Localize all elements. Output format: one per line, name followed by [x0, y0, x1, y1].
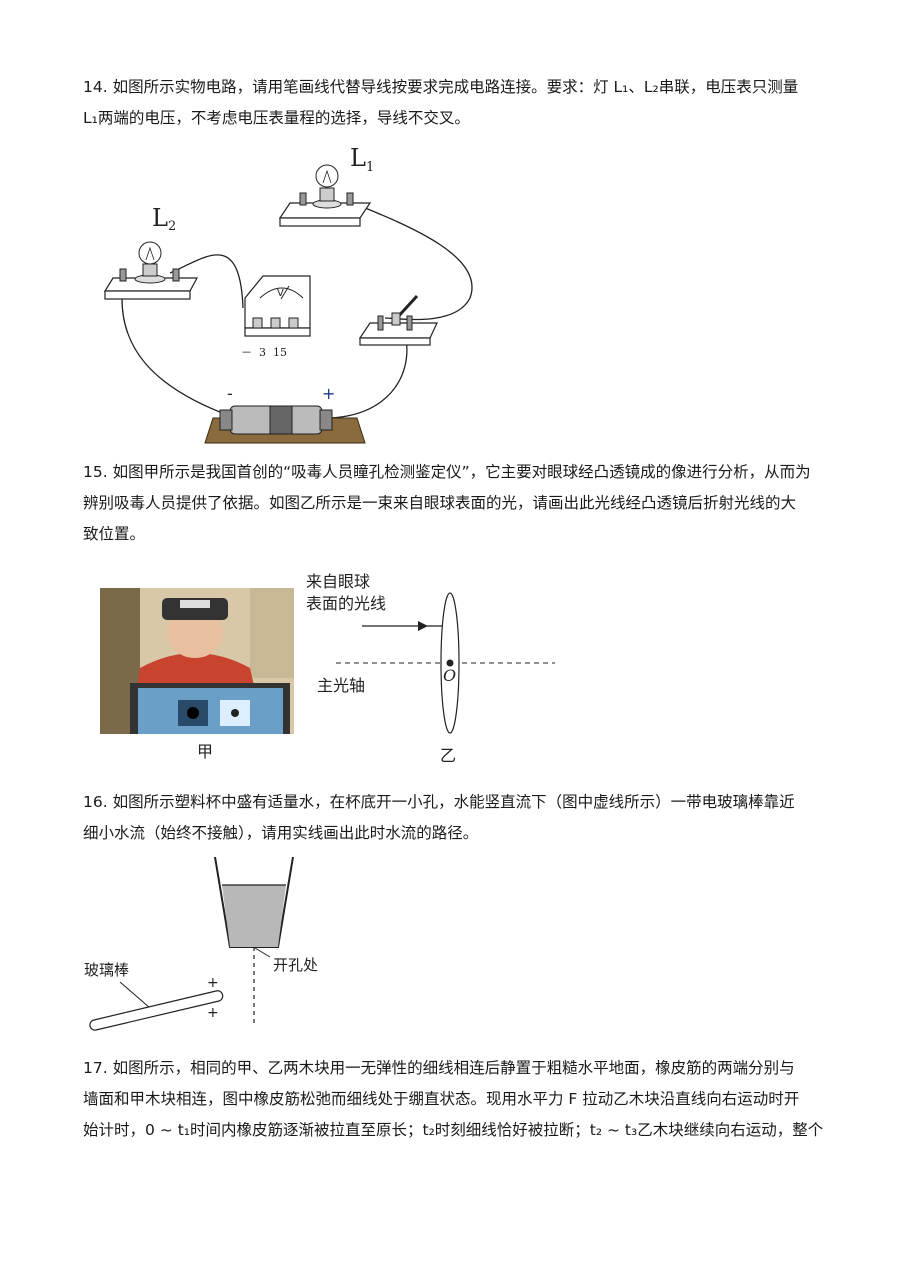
- q16-line-1: 16. 如图所示塑料杯中盛有适量水，在杯底开一小孔，水能竖直流下（图中虚线所示）…: [83, 793, 795, 811]
- q17-line-2: 墙面和甲木块相连，图中橡皮筋松弛而细线处于绷直状态。现用水平力 F 拉动乙木块沿…: [83, 1090, 800, 1108]
- hole-pointer: [254, 947, 271, 958]
- ray-arrow: [418, 621, 428, 631]
- optical-center: [446, 659, 454, 667]
- voltmeter-letter: V: [277, 288, 284, 299]
- lamp-l1: [278, 164, 372, 227]
- q17-line-3: 始计时，0 ~ t₁时间内橡皮筋逐渐被拉直至原长；t₂时刻细线恰好被拉断；t₂ …: [83, 1121, 824, 1139]
- question-14-text: 14. 如图所示实物电路，请用笔画线代替导线按要求完成电路连接。要求：灯 L₁、…: [83, 72, 828, 134]
- rod-pointer: [119, 981, 151, 1009]
- ray-label-line-1: 来自眼球: [306, 572, 371, 591]
- photo-illustration: [100, 588, 294, 734]
- caption-a: 甲: [197, 742, 214, 761]
- question-17-text: 17. 如图所示，相同的甲、乙两木块用一无弹性的细线相连后静置于粗糙水平地面，橡…: [83, 1053, 828, 1146]
- water-stream-diagram: [89, 856, 294, 1031]
- charge-bottom: +: [207, 1005, 219, 1021]
- l1-subscript: 1: [366, 160, 375, 175]
- lens-diagram: [336, 592, 555, 734]
- wire-l2-meter: [169, 254, 244, 309]
- optical-center-label: O: [443, 666, 457, 685]
- l1-label: L: [350, 144, 366, 172]
- lamp-l2: [103, 241, 199, 300]
- battery-plus-label: +: [322, 384, 336, 403]
- voltmeter-terminal-labels: － 3 15: [241, 346, 287, 359]
- wire-l2-battery: [121, 282, 231, 417]
- photo-pupil-detector: [100, 588, 294, 734]
- question-15-text: 15. 如图甲所示是我国首创的“吸毒人员瞳孔检测鉴定仪”，它主要对眼球经凸透镜成…: [83, 457, 828, 550]
- hole-label: 开孔处: [273, 956, 319, 974]
- principal-axis-label: 主光轴: [317, 676, 366, 695]
- cup-water: [222, 885, 286, 947]
- lens-figure: 来自眼球 表面的光线 主光轴 O 乙: [300, 568, 570, 768]
- battery-minus-label: -: [227, 384, 233, 403]
- caption-b: 乙: [440, 746, 457, 765]
- q15-line-2: 辨别吸毒人员提供了依据。如图乙所示是一束来自眼球表面的光，请画出此光线经凸透镜后…: [83, 494, 797, 512]
- q16-line-2: 细小水流（始终不接触），请用实线画出此时水流的路径。: [83, 824, 479, 842]
- ray-label-line-2: 表面的光线: [306, 594, 387, 613]
- q17-line-1: 17. 如图所示，相同的甲、乙两木块用一无弹性的细线相连后静置于粗糙水平地面，橡…: [83, 1059, 795, 1077]
- water-stream-figure: 玻璃棒 开孔处 + +: [80, 855, 400, 1035]
- q15-line-1: 15. 如图甲所示是我国首创的“吸毒人员瞳孔检测鉴定仪”，它主要对眼球经凸透镜成…: [83, 463, 811, 481]
- battery: [204, 405, 366, 444]
- circuit-diagram: [103, 164, 473, 444]
- circuit-figure: L 2 L 1 V － 3 15 - +: [95, 144, 495, 448]
- wire-switch-battery: [324, 332, 408, 419]
- l2-subscript: 2: [168, 219, 177, 234]
- voltmeter: [244, 275, 311, 337]
- glass-rod: [89, 990, 224, 1031]
- glass-rod-label: 玻璃棒: [84, 961, 130, 979]
- question-16-text: 16. 如图所示塑料杯中盛有适量水，在杯底开一小孔，水能竖直流下（图中虚线所示）…: [83, 787, 828, 849]
- q14-line-2: L₁两端的电压，不考虑电压表量程的选择，导线不交叉。: [83, 109, 470, 127]
- charge-top: +: [207, 975, 219, 991]
- l2-label: L: [152, 204, 168, 232]
- switch: [358, 294, 438, 346]
- q14-line-1: 14. 如图所示实物电路，请用笔画线代替导线按要求完成电路连接。要求：灯 L₁、…: [83, 78, 799, 96]
- q15-line-3: 致位置。: [83, 525, 146, 543]
